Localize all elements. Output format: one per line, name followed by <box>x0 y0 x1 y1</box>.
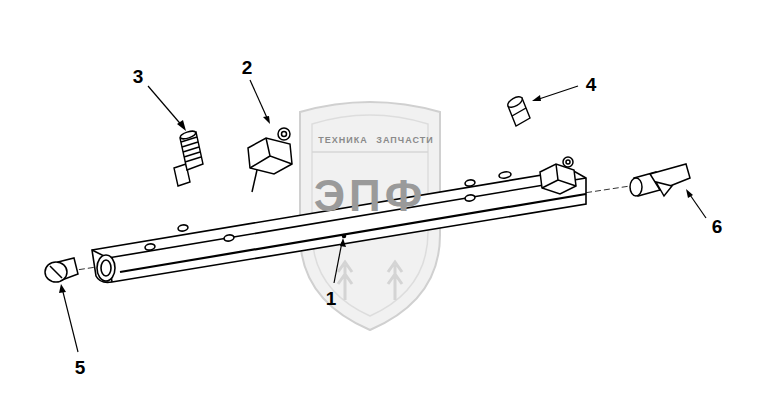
plug-screw <box>45 258 78 282</box>
fuel-rail <box>92 170 586 282</box>
callout-number: 4 <box>586 75 597 94</box>
callout-number: 2 <box>242 58 253 77</box>
leader-lines <box>62 80 706 352</box>
nut <box>248 128 292 192</box>
end-nut <box>540 157 576 194</box>
callout-number: 3 <box>133 67 144 86</box>
watermark-shield <box>300 102 440 330</box>
arrow-heads <box>59 95 693 293</box>
banjo-fitting <box>630 164 690 196</box>
callout-number: 5 <box>75 358 86 377</box>
watermark-text: ЗАПЧАСТИ <box>376 136 433 145</box>
cap <box>506 95 530 126</box>
callout-number: 6 <box>712 217 723 236</box>
watermark-text: ЭПФ <box>314 174 426 218</box>
watermark-text: ТЕХНИКА <box>318 136 367 145</box>
threaded-fitting <box>174 130 203 186</box>
callout-number: 1 <box>326 289 337 308</box>
